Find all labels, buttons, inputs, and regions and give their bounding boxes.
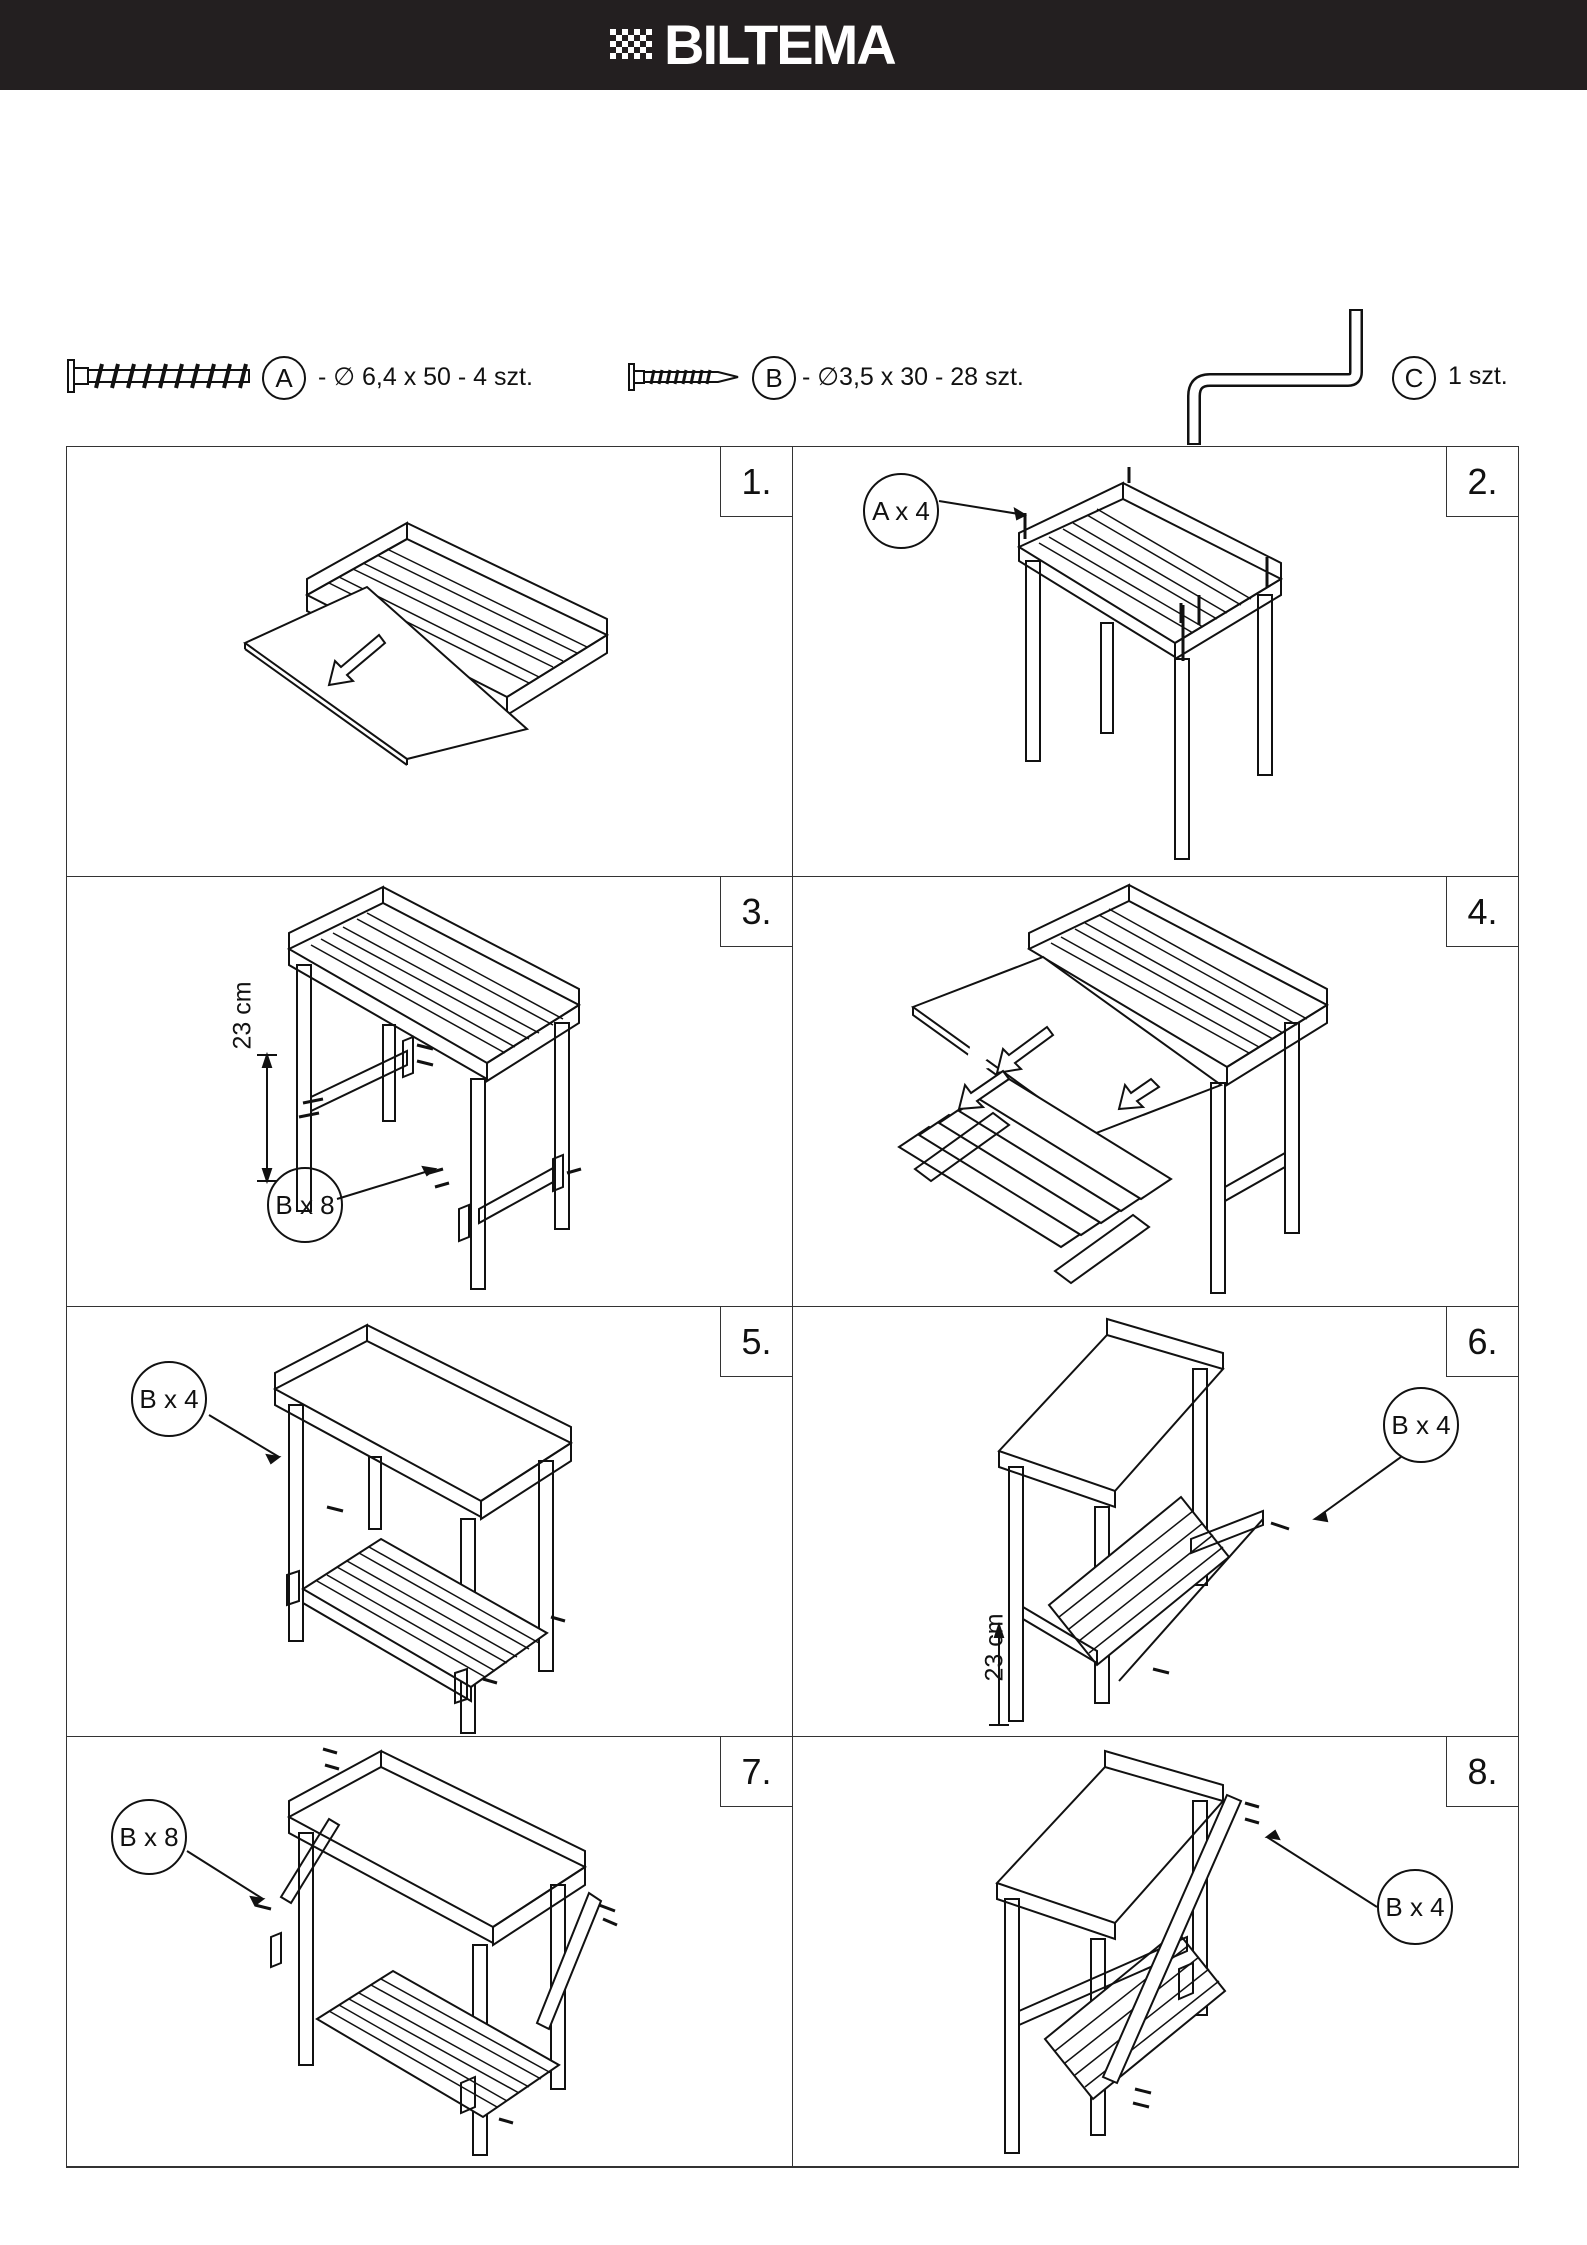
screw-b-icon bbox=[626, 360, 746, 400]
step-3-illustration bbox=[67, 877, 793, 1307]
step-2-illustration bbox=[793, 447, 1519, 877]
step-8-panel: 8. B x 4 bbox=[793, 1737, 1519, 2167]
step-5-panel: 5. B x 4 bbox=[67, 1307, 793, 1737]
step-3-panel: 3. B x 8 23 cm bbox=[67, 877, 793, 1307]
header-bar: BILTEMA bbox=[0, 0, 1587, 90]
step-4-illustration bbox=[793, 877, 1519, 1307]
part-b-marker: B bbox=[752, 356, 796, 400]
part-a-marker: A bbox=[262, 356, 306, 400]
logo-wordmark: BILTEMA bbox=[664, 16, 895, 74]
part-a-spec: - ∅ 6,4 x 50 - 4 szt. bbox=[318, 362, 533, 392]
step-8-illustration bbox=[793, 1737, 1519, 2167]
parts-list: A - ∅ 6,4 x 50 - 4 szt. B - ∅3,5 x 30 - … bbox=[0, 300, 1587, 450]
step-2-panel: 2. A x 4 bbox=[793, 447, 1519, 877]
step-6-panel: 6. B x 4 23 cm bbox=[793, 1307, 1519, 1737]
assembly-steps-grid: 1. 2. A x 4 bbox=[66, 446, 1519, 2168]
step-4-panel: 4. bbox=[793, 877, 1519, 1307]
step-5-illustration bbox=[67, 1307, 793, 1737]
step-6-illustration bbox=[793, 1307, 1519, 1737]
part-c-qty: 1 szt. bbox=[1448, 362, 1508, 391]
hex-key-c-icon bbox=[1160, 304, 1380, 454]
step-1-panel: 1. bbox=[67, 447, 793, 877]
biltema-logo: BILTEMA bbox=[610, 16, 982, 74]
step-7-illustration bbox=[67, 1737, 793, 2167]
checkered-flag-icon bbox=[610, 25, 656, 65]
part-b-spec: - ∅3,5 x 30 - 28 szt. bbox=[802, 362, 1024, 392]
step-7-panel: 7. B x 8 bbox=[67, 1737, 793, 2167]
part-c-marker: C bbox=[1392, 356, 1436, 400]
step-1-illustration bbox=[67, 447, 793, 877]
